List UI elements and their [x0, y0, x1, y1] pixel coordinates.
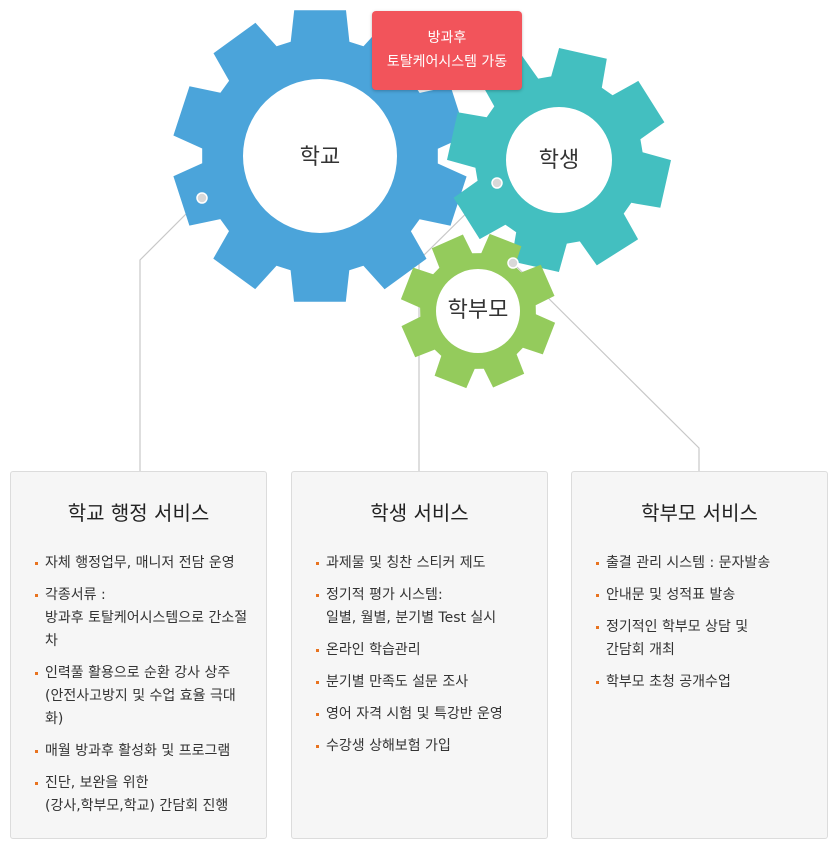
list-item: 영어 자격 시험 및 특강반 운영: [316, 703, 533, 726]
list-item-text: 학부모 초청 공개수업: [606, 674, 731, 690]
list-item: 각종서류 : 방과후 토탈케어시스템으로 간소절차: [35, 584, 252, 653]
panel-parent-title: 학부모 서비스: [641, 501, 758, 525]
gear-parent-shape: [400, 233, 556, 389]
list-item: 진단, 보완을 위한 (강사,학부모,학교) 간담회 진행: [35, 772, 252, 818]
panel-school-service: 학교 행정 서비스 자체 행정업무, 매니저 전담 운영 각종서류 : 방과후 …: [10, 471, 267, 839]
list-item: 온라인 학습관리: [316, 639, 533, 662]
gear-parent: 학부모: [400, 233, 556, 389]
badge-line-1: 방과후: [427, 30, 467, 46]
gear-student: 학생: [447, 48, 671, 272]
panel-student-list: 과제물 및 칭찬 스티커 제도 정기적 평가 시스템: 일별, 월별, 분기별 …: [292, 552, 547, 758]
panel-student-title: 학생 서비스: [370, 501, 469, 525]
list-item: 안내문 및 성적표 발송: [596, 584, 813, 607]
list-item-text: 정기적 평가 시스템: 일별, 월별, 분기별 Test 실시: [326, 587, 497, 626]
gear-student-label: 학생: [539, 148, 579, 173]
total-care-badge: 방과후 토탈케어시스템 가동: [372, 11, 522, 90]
panel-student-service: 학생 서비스 과제물 및 칭찬 스티커 제도 정기적 평가 시스템: 일별, 월…: [291, 471, 548, 839]
list-item-text: 영어 자격 시험 및 특강반 운영: [326, 706, 503, 722]
list-item-text: 자체 행정업무, 매니저 전담 운영: [45, 555, 235, 571]
list-item: 매월 방과후 활성화 및 프로그램: [35, 740, 252, 763]
list-item-text: 진단, 보완을 위한 (강사,학부모,학교) 간담회 진행: [45, 775, 229, 814]
panel-parent-list: 출결 관리 시스템 : 문자발송 안내문 및 성적표 발송 정기적인 학부모 상…: [572, 552, 827, 694]
connector-dot: [491, 177, 503, 189]
list-item-text: 각종서류 : 방과후 토탈케어시스템으로 간소절차: [45, 587, 248, 649]
gear-student-shape: [447, 48, 671, 272]
list-item-text: 분기별 만족도 설문 조사: [326, 674, 469, 690]
gear-school-label: 학교: [300, 145, 340, 170]
list-item: 자체 행정업무, 매니저 전담 운영: [35, 552, 252, 575]
connector-line: [512, 262, 700, 471]
list-item-text: 과제물 및 칭찬 스티커 제도: [326, 555, 486, 571]
list-item-text: 정기적인 학부모 상담 및 간담회 개최: [606, 619, 749, 658]
badge-line-2: 토탈케어시스템 가동: [386, 54, 508, 70]
list-item-text: 온라인 학습관리: [326, 642, 421, 658]
list-item-text: 안내문 및 성적표 발송: [606, 587, 736, 603]
list-item: 인력풀 활용으로 순환 강사 상주 (안전사고방지 및 수업 효율 극대화): [35, 662, 252, 731]
panel-school-list: 자체 행정업무, 매니저 전담 운영 각종서류 : 방과후 토탈케어시스템으로 …: [11, 552, 266, 818]
list-item: 학부모 초청 공개수업: [596, 671, 813, 694]
list-item: 분기별 만족도 설문 조사: [316, 671, 533, 694]
list-item-text: 수강생 상해보험 가입: [326, 738, 451, 754]
list-item: 수강생 상해보험 가입: [316, 735, 533, 758]
connector-dot: [507, 257, 519, 269]
list-item: 정기적 평가 시스템: 일별, 월별, 분기별 Test 실시: [316, 584, 533, 630]
connector-dots: [196, 177, 519, 269]
connector-line: [139, 197, 203, 471]
panel-parent-service: 학부모 서비스 출결 관리 시스템 : 문자발송 안내문 및 성적표 발송 정기…: [571, 471, 828, 839]
list-item: 출결 관리 시스템 : 문자발송: [596, 552, 813, 575]
panel-school-title: 학교 행정 서비스: [67, 501, 210, 525]
list-item-text: 출결 관리 시스템 : 문자발송: [606, 555, 771, 571]
gear-parent-label: 학부모: [448, 298, 509, 323]
list-item: 과제물 및 칭찬 스티커 제도: [316, 552, 533, 575]
list-item-text: 인력풀 활용으로 순환 강사 상주 (안전사고방지 및 수업 효율 극대화): [45, 665, 236, 727]
list-item-text: 매월 방과후 활성화 및 프로그램: [45, 743, 231, 759]
list-item: 정기적인 학부모 상담 및 간담회 개최: [596, 616, 813, 662]
connector-dot: [196, 192, 208, 204]
